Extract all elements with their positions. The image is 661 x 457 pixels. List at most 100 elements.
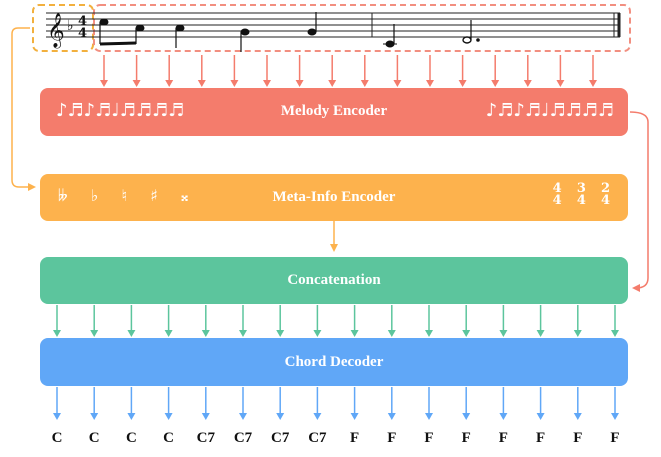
note-head-half	[462, 36, 472, 44]
decoder-output-arrow-head	[276, 413, 285, 420]
staff-time-signature-bottom: 4	[78, 26, 87, 41]
melody-input-arrow-head	[165, 80, 174, 87]
chord-label: F	[350, 430, 360, 446]
concatenation-box: Concatenation	[40, 257, 628, 304]
chord-decoder-label: Chord Decoder	[284, 354, 384, 370]
melody-input-arrow-head	[328, 80, 337, 87]
melody-input-arrows	[100, 55, 597, 87]
concat-to-decoder-arrow-head	[239, 330, 247, 337]
natural-icon: ♮	[121, 186, 128, 205]
decoder-output-arrow-head	[201, 413, 210, 420]
chord-label: C7	[271, 430, 290, 446]
decoder-output-arrow-head	[536, 413, 545, 420]
note-head	[175, 24, 185, 32]
sharp-icon: ♯	[150, 186, 158, 205]
decoder-output-arrow-head	[90, 413, 99, 420]
decoder-output-arrow-head	[499, 413, 508, 420]
decoder-output-arrow-head	[573, 413, 582, 420]
melody-encoder-box: ♪♬♪♬♩♬♬♬♬ Melody Encoder ♪♬♪♬♩♬♬♬♬	[40, 88, 628, 136]
melody-input-arrow-head	[491, 80, 500, 87]
concat-to-decoder-arrow-head	[313, 330, 322, 337]
melody-input-arrow-head	[360, 80, 369, 87]
melody-input-arrow-head	[100, 80, 108, 87]
melody-encoder-label: Melody Encoder	[280, 103, 388, 119]
chord-label: C7	[196, 430, 215, 446]
concat-to-decoder-arrow-head	[611, 330, 619, 337]
chord-label: F	[573, 430, 583, 446]
melody-input-arrow-head	[393, 80, 402, 87]
melody-to-concat-arrow	[629, 111, 649, 292]
concat-to-decoder-arrow-head	[350, 330, 359, 337]
melody-dashed-box	[93, 4, 631, 52]
key-signature-flat: ♭	[67, 18, 74, 34]
decoder-output-arrow-head	[53, 413, 61, 420]
melody-input-arrow-head	[132, 80, 141, 87]
staff-time-signature-top: 4	[78, 14, 87, 29]
chord-label: F	[424, 430, 434, 446]
decoder-output-arrow-head	[239, 413, 247, 420]
chord-label: C	[163, 430, 175, 446]
note-head	[307, 28, 317, 36]
chord-label: C	[88, 430, 100, 446]
decoder-output-arrow-head	[350, 413, 359, 420]
concat-to-decoder-arrow-head	[127, 330, 136, 337]
concat-to-decoder-arrow-head	[573, 330, 582, 337]
accidentals-row: 𝄫 ♭ ♮ ♯ 𝄪	[58, 186, 188, 206]
melody-input-arrow-head	[426, 80, 434, 87]
melody-note-glyphs-left: ♪♬♪♬♩♬♬♬♬	[56, 100, 185, 121]
melody-input-arrow-head	[556, 80, 565, 87]
chord-label: C7	[233, 430, 253, 446]
flat-icon: ♭	[90, 186, 99, 205]
melody-input-arrow-head	[263, 80, 271, 87]
concat-to-decoder-arrow-head	[90, 330, 99, 337]
chord-label: F	[387, 430, 397, 446]
meta-connector-arrow	[11, 27, 36, 191]
double-flat-icon: 𝄫	[58, 186, 68, 205]
concat-to-decoder-arrow-head	[387, 330, 396, 337]
note-head	[99, 18, 109, 26]
concatenation-label: Concatenation	[287, 272, 381, 288]
concat-to-decoder-arrow-head	[201, 330, 210, 337]
meta-info-encoder-label: Meta-Info Encoder	[272, 189, 396, 205]
melody-input-arrow-head	[523, 80, 532, 87]
concat-to-decoder-arrow-head	[536, 330, 545, 337]
decoder-output-arrow-head	[313, 413, 322, 420]
concat-to-decoder-arrows	[53, 305, 619, 337]
meta-dashed-box	[32, 4, 94, 52]
concat-to-decoder-arrow-head	[53, 330, 61, 337]
chord-label: C	[125, 430, 137, 446]
treble-clef: 𝄞	[47, 13, 65, 49]
chord-label: C	[51, 430, 63, 446]
note-head	[240, 28, 250, 36]
melody-input-arrow-head	[458, 80, 467, 87]
melody-input-arrow-head	[197, 80, 206, 87]
decoder-output-arrow-head	[127, 413, 136, 420]
chord-label: C7	[308, 430, 327, 446]
decoder-output-arrow-head	[462, 413, 471, 420]
melody-input-arrow-head	[589, 80, 597, 87]
note-head	[135, 24, 145, 32]
concat-to-decoder-arrow-head	[425, 330, 433, 337]
chord-label: F	[461, 430, 471, 446]
concat-to-decoder-arrow-head	[276, 330, 285, 337]
concat-to-decoder-arrow-head	[164, 330, 173, 337]
decoder-output-arrow-head	[611, 413, 619, 420]
decoder-output-arrows	[53, 387, 619, 420]
chord-label: F	[536, 430, 546, 446]
chord-label: F	[498, 430, 508, 446]
music-staff	[46, 12, 621, 38]
decoder-output-arrow-head	[387, 413, 396, 420]
melody-input-arrow-head	[295, 80, 304, 87]
melody-notes	[99, 12, 480, 52]
melody-note-glyphs-right: ♪♬♪♬♩♬♬♬♬	[485, 100, 614, 121]
melody-input-arrow-head	[230, 80, 239, 87]
decoder-output-arrow-head	[164, 413, 173, 420]
decoder-output-arrow-head	[425, 413, 433, 420]
concat-to-decoder-arrow-head	[462, 330, 471, 337]
